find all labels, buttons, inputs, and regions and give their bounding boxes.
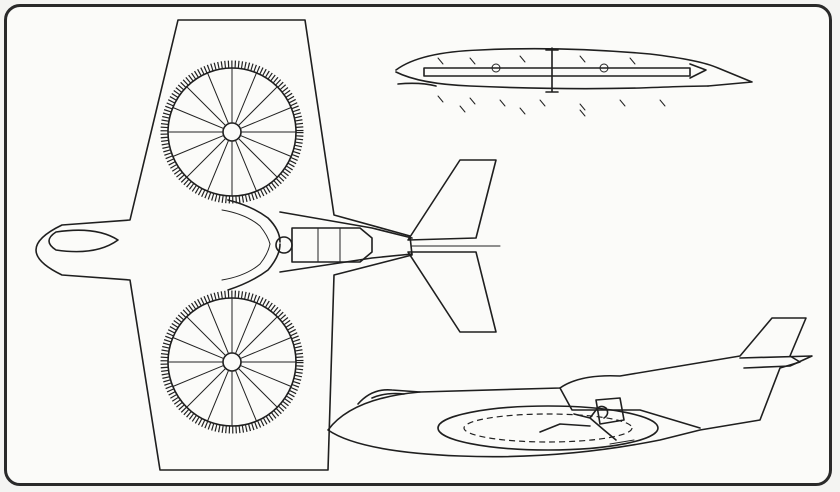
- drive-shaft-lower-inner: [221, 243, 271, 281]
- fan-spoke: [234, 72, 257, 125]
- section-lower-surface: [395, 71, 709, 90]
- tailplane-upper: [407, 159, 497, 241]
- engine-block: [291, 227, 373, 263]
- airflow-dash: [519, 55, 526, 63]
- ground-line: [609, 439, 635, 445]
- fan-spoke: [234, 302, 257, 355]
- fan-spoke: [186, 137, 227, 178]
- drive-shaft-lower: [227, 243, 281, 291]
- side-section-view: [395, 47, 753, 117]
- fan-spoke: [207, 369, 230, 422]
- side-elevation-view: [327, 317, 813, 458]
- fan-spoke: [239, 337, 292, 360]
- fan-spoke: [186, 367, 227, 408]
- airflow-dash: [469, 97, 476, 105]
- fan-spoke: [237, 367, 278, 408]
- drive-shaft-upper: [227, 199, 281, 243]
- section-upper-surface: [395, 47, 753, 87]
- airflow-dash: [579, 109, 586, 117]
- airflow-dash: [499, 99, 506, 107]
- fan-spoke: [237, 137, 278, 178]
- wing-outline: [35, 19, 413, 471]
- fuselage-outline: [327, 317, 807, 458]
- section-bearing-left: [491, 63, 501, 73]
- canopy-frame: [371, 392, 405, 399]
- airflow-dash: [437, 57, 444, 65]
- airflow-dash: [619, 99, 626, 107]
- fan-spoke: [186, 86, 227, 127]
- section-shaft: [423, 67, 691, 77]
- fan-spoke: [172, 134, 225, 157]
- lift-fan-upper: [160, 60, 304, 204]
- section-bearing-right: [599, 63, 609, 73]
- fan-spoke: [237, 316, 278, 357]
- airflow-dash: [469, 57, 476, 65]
- fan-spoke: [172, 364, 225, 387]
- fan-spoke: [239, 364, 292, 387]
- fan-spoke: [172, 107, 225, 130]
- top-view: [35, 19, 501, 471]
- fan-spoke: [207, 139, 230, 192]
- drawing-frame: [4, 4, 832, 486]
- airflow-dash: [579, 55, 586, 63]
- airflow-dash: [539, 99, 546, 107]
- fan-spoke: [239, 107, 292, 130]
- airflow-dash: [519, 107, 526, 115]
- fan-spoke: [239, 134, 292, 157]
- cockpit: [48, 229, 119, 253]
- drive-shaft-upper-inner: [221, 209, 271, 245]
- airflow-dash: [459, 105, 466, 113]
- drive-unit: [595, 397, 625, 425]
- airflow-dashes: [437, 55, 666, 117]
- engine-intake: [559, 387, 701, 429]
- tailplane-lower: [407, 251, 497, 333]
- fan-spoke: [207, 302, 230, 355]
- fan-spoke: [237, 86, 278, 127]
- lift-fan-lower: [160, 290, 304, 434]
- canopy: [357, 388, 421, 405]
- engine-detail: [317, 227, 341, 263]
- fan-outline-inner: [463, 413, 633, 443]
- fan-spoke: [234, 139, 257, 192]
- airflow-dash: [629, 57, 636, 65]
- fan-outline-outer: [437, 405, 659, 451]
- tailplane-side: [739, 355, 813, 369]
- section-nose-fairing: [397, 82, 437, 87]
- airflow-dash: [579, 103, 586, 111]
- gearbox: [275, 236, 293, 254]
- airflow-dash: [659, 99, 666, 107]
- fuselage-boom: [279, 211, 413, 273]
- fan-spoke: [234, 369, 257, 422]
- fan-spoke: [207, 72, 230, 125]
- fan-spoke: [172, 337, 225, 360]
- section-rear-fairing: [689, 63, 707, 79]
- section-mast: [545, 47, 559, 93]
- fan-spoke: [186, 316, 227, 357]
- airflow-dash: [437, 95, 444, 103]
